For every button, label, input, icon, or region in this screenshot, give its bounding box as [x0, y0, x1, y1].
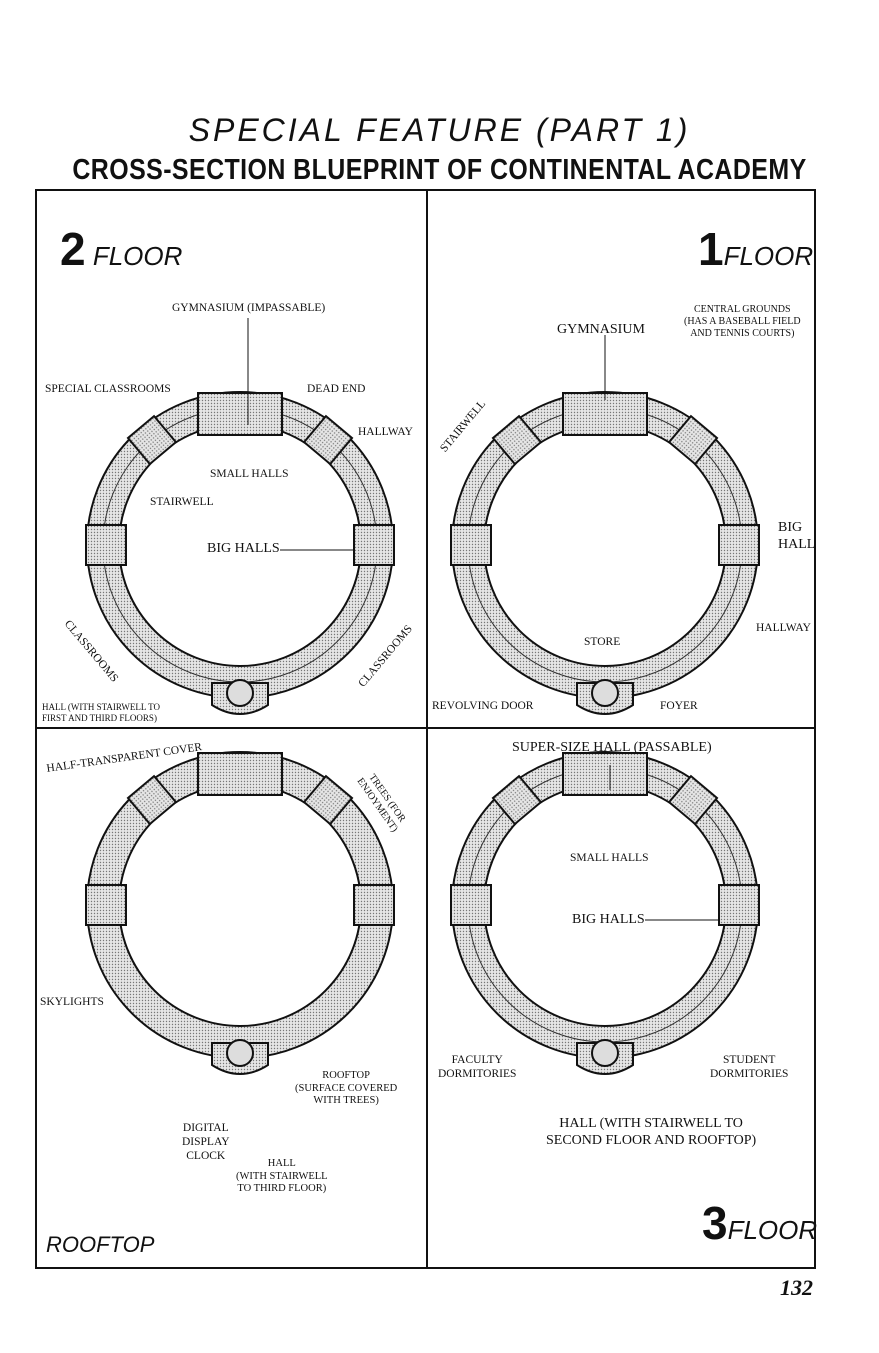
floor1-heading: 1FLOOR — [698, 223, 814, 275]
label: STAIRWELL — [150, 496, 214, 508]
label: REVOLVING DOOR — [432, 700, 534, 712]
label: HALLWAY — [358, 426, 413, 438]
label: STORE — [584, 636, 621, 648]
floor3-side-hall — [450, 884, 492, 926]
rooftop-heading: ROOFTOP — [46, 1232, 155, 1257]
label: SUPER-SIZE HALL (PASSABLE) — [512, 740, 712, 755]
page-number: 132 — [780, 1275, 813, 1300]
floor3-small-hall — [667, 774, 719, 826]
floor2-top-hall — [197, 392, 283, 436]
rooftop-small-hall — [302, 774, 354, 826]
floor3-small-hall — [491, 774, 543, 826]
label: DEAD END — [307, 383, 366, 395]
label: GYMNASIUM — [557, 322, 645, 337]
floor1-small-hall — [667, 414, 719, 466]
page-title: SPECIAL FEATURE (PART 1) — [188, 112, 691, 148]
page-subtitle: CROSS-SECTION BLUEPRINT OF CONTINENTAL A… — [72, 154, 807, 186]
label: GYMNASIUM (IMPASSABLE) — [172, 302, 326, 314]
rooftop-small-hall — [126, 774, 178, 826]
floor2-small-hall — [302, 414, 354, 466]
label: FOYER — [660, 700, 698, 712]
floor3-heading: 3FLOOR — [702, 1197, 818, 1249]
label: SPECIAL CLASSROOMS — [45, 383, 171, 395]
label: BIG HALLS — [207, 541, 280, 558]
floor2-side-hall — [353, 524, 395, 566]
floor2-side-hall — [85, 524, 127, 566]
rooftop-side-hall — [353, 884, 395, 926]
floor2-heading: 2 FLOOR — [60, 223, 183, 275]
rooftop-side-hall — [85, 884, 127, 926]
label: BIG HALLS — [572, 912, 645, 929]
floor1-small-hall — [491, 414, 543, 466]
label: HALLWAY — [756, 622, 811, 634]
rooftop-top-hall — [197, 752, 283, 796]
floor3-top-hall — [562, 752, 648, 796]
label: SMALL HALLS — [570, 852, 649, 864]
floor2-small-hall — [126, 414, 178, 466]
label: SKYLIGHTS — [40, 996, 104, 1008]
floor1-side-hall — [718, 524, 760, 566]
label: SMALL HALLS — [210, 468, 289, 480]
floor1-side-hall — [450, 524, 492, 566]
floor3-side-hall — [718, 884, 760, 926]
